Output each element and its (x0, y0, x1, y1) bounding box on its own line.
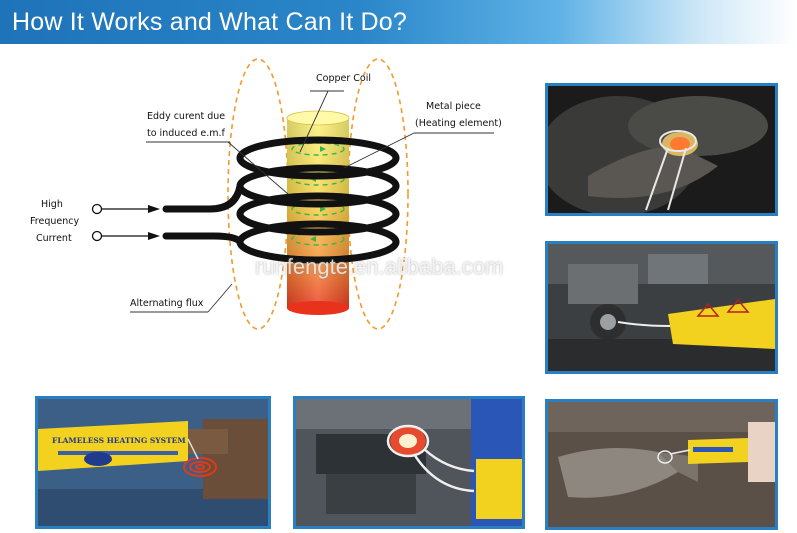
induction-diagram: Copper Coil Eddy curent due to induced e… (0, 44, 540, 384)
flux-loop-right (347, 58, 409, 330)
label-hf-line1: High (41, 199, 63, 210)
label-copper-coil: Copper Coil (316, 73, 372, 84)
photo-vise-coil (293, 396, 525, 529)
photo-heating-box: FLAMELESS HEATING SYSTEM (35, 396, 271, 529)
photo-exhaust-pipe (545, 399, 778, 530)
label-alternating-flux: Alternating flux (130, 298, 204, 309)
label-hf-line3: Current (36, 233, 72, 244)
coil-diagram-graphic (91, 58, 494, 330)
box-product-label: FLAMELESS HEATING SYSTEM (52, 436, 186, 445)
page-title: How It Works and What Can It Do? (12, 8, 407, 36)
watermark: runfengte.en.alibaba.com (255, 254, 504, 279)
header-banner: How It Works and What Can It Do? (0, 0, 797, 44)
label-metal-line1: Metal piece (426, 101, 481, 112)
label-eddy-line1: Eddy curent due (147, 111, 226, 122)
photo-dark-heating (545, 83, 778, 216)
photo-engine-bay (545, 241, 778, 374)
label-eddy-line2: to induced e.m.f (147, 128, 225, 139)
label-hf-line2: Frequency (30, 216, 80, 227)
label-metal-line2: (Heating element) (415, 118, 502, 129)
